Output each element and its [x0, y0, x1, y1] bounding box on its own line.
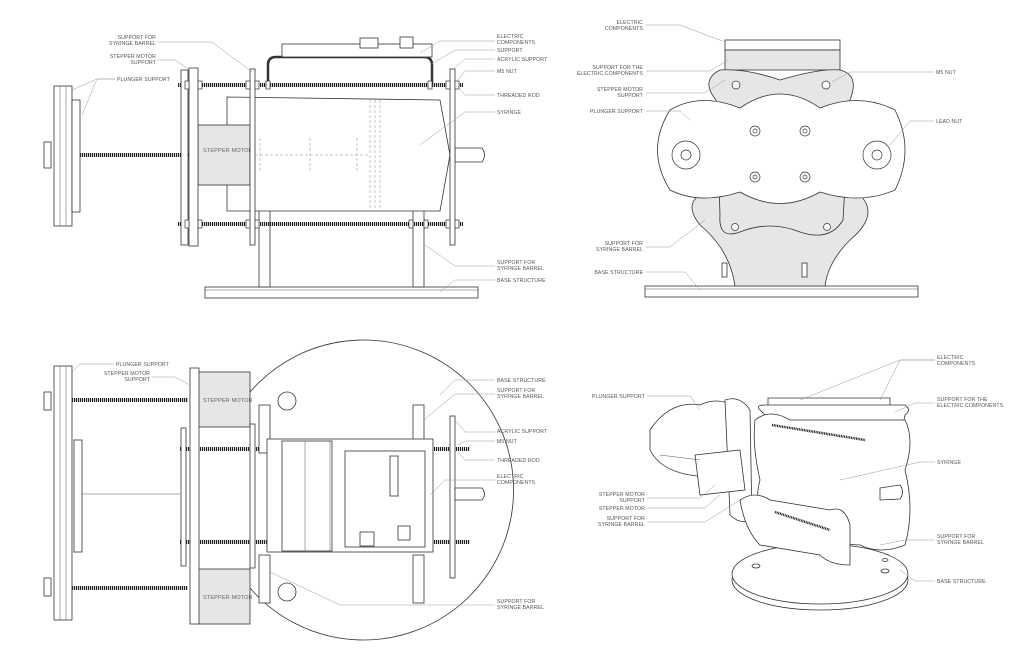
- label-support-for-syringe-barrel: SUPPORT FOR: [497, 599, 536, 605]
- label-support-for-syringe-barrel: SUPPORT FOR: [607, 516, 646, 522]
- label-plunger-support: PLUNGER SUPPORT: [590, 109, 644, 115]
- label-line: ELECTRIC COMPONENTS: [937, 403, 1004, 409]
- label-line: SYRINGE BARREL: [497, 266, 544, 272]
- front-view-labels: ELECTRIC COMPONENTS SUPPORT FOR THE ELEC…: [577, 20, 963, 276]
- label-electric-components: ELECTRIC: [937, 355, 964, 361]
- electric-components: [281, 43, 433, 58]
- plunger-support: [53, 365, 73, 621]
- label-support: SUPPORT: [497, 48, 523, 54]
- label-m5-nut: M5 NUT: [497, 439, 518, 445]
- acrylic-support: [180, 427, 187, 567]
- arduino-board: [344, 450, 426, 548]
- label-electric-components: ELECTRIC: [497, 474, 524, 480]
- label-line: SYRINGE BARREL: [497, 605, 544, 611]
- label-line: SUPPORT: [130, 60, 156, 66]
- label-electric-components: ELECTRIC: [617, 20, 644, 26]
- label-support-for-syringe-barrel: SUPPORT FOR: [605, 241, 644, 247]
- label-line: COMPONENTS: [605, 26, 644, 32]
- label-line: SYRINGE BARREL: [596, 247, 643, 253]
- label-stepper-motor-support: STEPPER MOTOR: [104, 371, 150, 377]
- label-stepper-motor-support: STEPPER MOTOR: [597, 87, 643, 93]
- breadboard: [281, 440, 333, 552]
- stepper-motor-label: STEPPER MOTOR: [203, 148, 253, 154]
- label-electric-components: ELECTRIC: [497, 34, 524, 40]
- acrylic-support: [249, 423, 256, 569]
- stepper-motor-label: STEPPER MOTOR: [203, 398, 253, 404]
- label-support-for-syringe-barrel: SUPPORT FOR: [118, 35, 157, 41]
- stepper-motor-label: STEPPER MOTOR: [203, 595, 253, 601]
- label-m5-nut: M5 NUT: [497, 69, 518, 75]
- label-lead-nut: LEAD NUT: [936, 119, 963, 125]
- label-plunger-support: PLUNGER SUPPORT: [116, 362, 170, 368]
- isometric-view: ELECTRIC COMPONENTS SUPPORT FOR THE ELEC…: [592, 355, 1004, 611]
- stepper-motor: [694, 449, 746, 496]
- label-plunger-support: PLUNGER SUPPORT: [592, 394, 646, 400]
- label-base-structure: BASE STRUCTURE: [937, 579, 986, 585]
- syringe-tip: [454, 147, 485, 163]
- stepper-motor: [197, 371, 251, 428]
- label-line: SYRINGE BARREL: [497, 394, 544, 400]
- label-base-structure: BASE STRUCTURE: [594, 270, 643, 276]
- plunger-support: [53, 85, 73, 227]
- label-line: COMPONENTS: [937, 361, 976, 367]
- base-structure: [644, 285, 919, 298]
- label-acrylic-support: ACRYLIC SUPPORT: [497, 429, 548, 435]
- side-view: STEPPER MOTOR SUPPORT FOR SYRINGE BARREL…: [43, 34, 548, 299]
- base-structure: [204, 286, 479, 299]
- acrylic-support-front: [449, 68, 456, 246]
- syringe-tip: [879, 484, 903, 501]
- label-line: SUPPORT: [619, 498, 645, 504]
- top-view-labels: PLUNGER SUPPORT STEPPER MOTOR SUPPORT BA…: [104, 362, 548, 611]
- label-stepper-motor-support: STEPPER MOTOR: [599, 492, 645, 498]
- stepper-motor: [197, 568, 251, 625]
- label-line: SYRINGE BARREL: [109, 41, 156, 47]
- label-threaded-rod: THREADED ROD: [497, 93, 540, 99]
- label-line: SUPPORT: [124, 377, 150, 383]
- label-support-for-electric-components: SUPPORT FOR THE: [937, 397, 988, 403]
- lead-nuts: [671, 140, 892, 170]
- label-stepper-motor-support: STEPPER MOTOR: [110, 54, 156, 60]
- front-view: ELECTRIC COMPONENTS SUPPORT FOR THE ELEC…: [577, 20, 963, 298]
- stepper-motor-support: [188, 67, 199, 247]
- barrel-support-plate: [249, 68, 256, 246]
- label-acrylic-support: ACRYLIC SUPPORT: [497, 57, 548, 63]
- side-view-labels: SUPPORT FOR SYRINGE BARREL STEPPER MOTOR…: [109, 34, 548, 284]
- syringe-body: [226, 96, 451, 212]
- top-view: STEPPER MOTOR STEPPER MOTOR PLUNGER SUPP…: [43, 339, 548, 641]
- label-base-structure: BASE STRUCTURE: [497, 378, 546, 384]
- electric-support-arch: [266, 55, 434, 87]
- stepper-motor-support: [189, 367, 200, 625]
- m5-nuts: [184, 80, 460, 229]
- label-line: COMPONENTS: [497, 40, 536, 46]
- label-support-for-syringe-barrel: SUPPORT FOR: [497, 260, 536, 266]
- label-plunger-support: PLUNGER SUPPORT: [117, 77, 171, 83]
- label-line: SUPPORT: [617, 93, 643, 99]
- label-syringe: SYRINGE: [497, 110, 521, 116]
- isometric-view-labels: ELECTRIC COMPONENTS SUPPORT FOR THE ELEC…: [592, 355, 1004, 585]
- label-base-structure: BASE STRUCTURE: [497, 278, 546, 284]
- label-line: COMPONENTS: [497, 480, 536, 486]
- acrylic-support-front: [449, 415, 456, 579]
- label-support-for-syringe-barrel: SUPPORT FOR: [497, 388, 536, 394]
- label-stepper-motor: STEPPER MOTOR: [599, 506, 645, 512]
- label-support-for-electric-components: SUPPORT FOR THE: [592, 65, 643, 71]
- syringe-tip: [454, 487, 485, 501]
- support-for-syringe-barrel: [739, 494, 851, 566]
- electric-support: [724, 49, 841, 71]
- label-line: ELECTRIC COMPONENTS: [577, 71, 644, 77]
- electric-components: [724, 39, 841, 51]
- bolts: [731, 80, 831, 231]
- label-m5-nut: M5 NUT: [936, 70, 957, 76]
- label-syringe: SYRINGE: [937, 460, 961, 466]
- label-line: SYRINGE BARREL: [598, 522, 645, 528]
- label-line: SYRINGE BARREL: [937, 540, 984, 546]
- plunger-support: [657, 93, 906, 204]
- label-threaded-rod: THREADED ROD: [497, 458, 540, 464]
- label-support-for-syringe-barrel: SUPPORT FOR: [937, 534, 976, 540]
- stepper-motor: [197, 124, 251, 186]
- acrylic-support: [180, 69, 189, 246]
